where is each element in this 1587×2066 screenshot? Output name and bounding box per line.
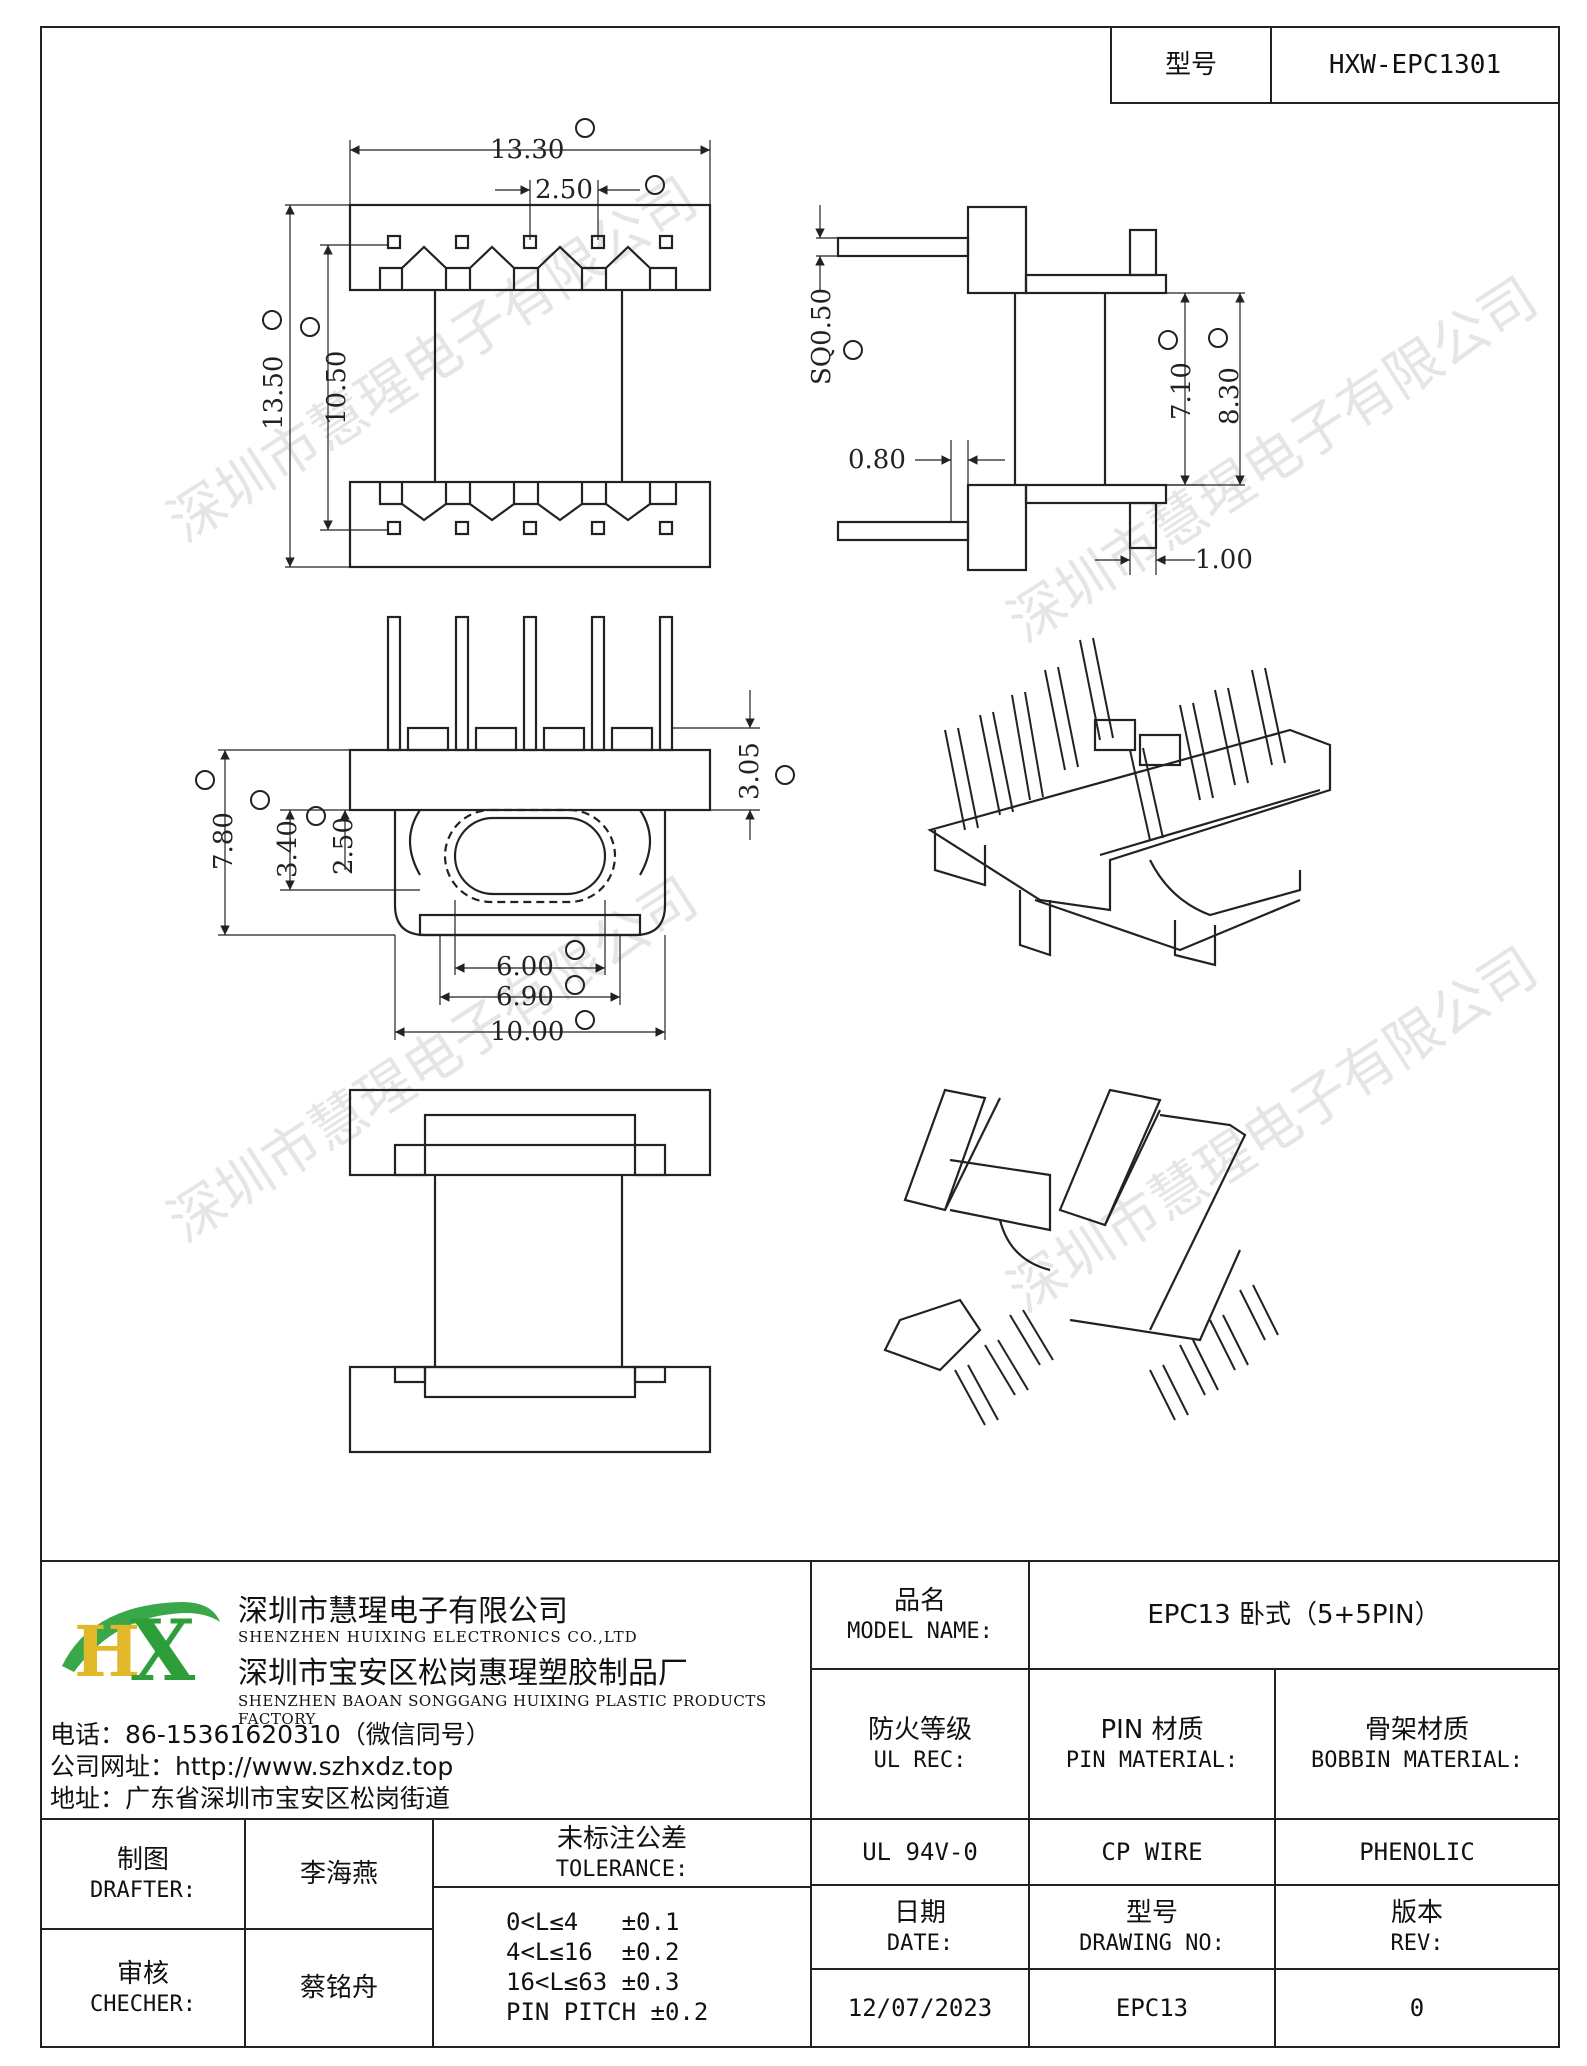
rev-value-cell: 0 [1274, 1968, 1560, 2048]
drawing-no-value: EPC13 [1115, 1994, 1189, 2022]
checker-name: 蔡铭舟 [299, 1972, 378, 2003]
tolerance-values-cell: 0<L≤4 ±0.1 4<L≤16 ±0.2 16<L≤63 ±0.3 PIN … [432, 1886, 812, 2048]
title-block [40, 1560, 1560, 2048]
dim-flange-thickness: 1.00 [1195, 545, 1253, 575]
model-label: 型号 [1164, 49, 1217, 80]
company-name-cn: 深圳市慧瑆电子有限公司 [238, 1594, 568, 1629]
dim-core-w2: 6.90 [496, 982, 554, 1012]
rev-label-cell: 版本 REV: [1274, 1884, 1560, 1970]
dim-inner-height: 10.50 [322, 351, 352, 425]
company-logo: H X [62, 1601, 220, 1700]
drafter-name-cell: 李海燕 [244, 1818, 434, 1930]
rev-en: REV: [1390, 1930, 1444, 1956]
drawing-no-en: DRAWING NO: [1079, 1930, 1225, 1956]
tolerance-line: PIN PITCH ±0.2 [506, 1998, 709, 2026]
ul-rec-label-cell: 防火等级 UL REC: [810, 1668, 1030, 1820]
svg-text:X: X [130, 1601, 196, 1700]
tolerance-line: 4<L≤16 ±0.2 [506, 1938, 680, 1966]
checker-label-cell: 审核 CHECHER: [40, 1928, 246, 2048]
company-address: 地址：广东省深圳市宝安区松岗街道 [50, 1784, 451, 1813]
ul-rec-en: UL REC: [873, 1747, 967, 1773]
drawing-no-value-cell: EPC13 [1028, 1968, 1276, 2048]
tolerance-line: 0<L≤4 ±0.1 [506, 1908, 680, 1936]
date-en: DATE: [886, 1930, 954, 1956]
factory-name-en: SHENZHEN BAOAN SONGGANG HUIXING PLASTIC … [238, 1692, 767, 1728]
model-value-cell: HXW-EPC1301 [1270, 26, 1560, 104]
dim-body-w: 10.00 [490, 1017, 564, 1047]
pin-material-label-cell: PIN 材质 PIN MATERIAL: [1028, 1668, 1276, 1820]
pin-value: CP WIRE [1101, 1838, 1203, 1866]
drawing-no-label-cell: 型号 DRAWING NO: [1028, 1884, 1276, 1970]
rev-cn: 版本 [1390, 1898, 1443, 1928]
dim-front-height: 7.80 [209, 812, 239, 870]
front-view [218, 615, 760, 1040]
model-name-en: MODEL NAME: [847, 1618, 993, 1644]
tolerance-line: 16<L≤63 ±0.3 [506, 1968, 680, 1996]
side-view [815, 205, 1245, 575]
dim-pin-pitch: 2.50 [535, 175, 593, 205]
isometric-view-bottom [883, 1088, 1279, 1426]
drafter-name: 李海燕 [299, 1858, 378, 1889]
company-block: H X 深圳市慧瑆电子有限公司 SHENZHEN HUIXING ELECTRO… [40, 1560, 812, 1820]
dim-top-width: 13.30 [490, 135, 564, 165]
tolerance-en: TOLERANCE: [555, 1856, 689, 1882]
date-cn: 日期 [893, 1898, 946, 1928]
model-name-label-cell: 品名 MODEL NAME: [810, 1560, 1030, 1670]
technical-drawing: 13.30 2.50 13.50 10.50 SQ0.50 8.30 7.10 … [195, 118, 1332, 1454]
factory-name-cn: 深圳市宝安区松岗惠瑆塑胶制品厂 [238, 1656, 688, 1691]
model-name-cn: 品名 [893, 1586, 946, 1616]
model-value: HXW-EPC1301 [1328, 49, 1502, 80]
dim-pin-square: SQ0.50 [807, 288, 837, 385]
bobbin-material-cn: 骨架材质 [1364, 1715, 1469, 1745]
rev-value: 0 [1409, 1994, 1425, 2022]
ul-value: UL 94V-0 [862, 1838, 978, 1866]
top-view [285, 140, 712, 569]
checker-cn: 审核 [116, 1959, 169, 1989]
pin-material-cn: PIN 材质 [1100, 1715, 1204, 1745]
dim-front-d2: 2.50 [329, 817, 359, 875]
date-label-cell: 日期 DATE: [810, 1884, 1030, 1970]
tolerance-cn: 未标注公差 [556, 1824, 687, 1854]
reference-circles [195, 118, 1228, 1030]
bottom-view [348, 1088, 712, 1454]
model-name-value-cell: EPC13 卧式（5+5PIN） [1028, 1560, 1560, 1670]
dim-core-w1: 6.00 [496, 952, 554, 982]
ul-value-cell: UL 94V-0 [810, 1818, 1030, 1886]
checker-en: CHECHER: [90, 1991, 196, 2017]
bobbin-material-label-cell: 骨架材质 BOBBIN MATERIAL: [1274, 1668, 1560, 1820]
drafter-cn: 制图 [116, 1845, 169, 1875]
dim-front-top: 3.05 [735, 742, 765, 800]
bobbin-material-en: BOBBIN MATERIAL: [1311, 1747, 1523, 1773]
ul-rec-cn: 防火等级 [867, 1715, 972, 1745]
bobbin-value: PHENOLIC [1359, 1838, 1475, 1866]
company-phone: 电话：86-15361620310（微信同号） [50, 1720, 491, 1749]
dim-pin-offset: 0.80 [848, 445, 906, 475]
dim-side-outer: 8.30 [1215, 367, 1245, 425]
model-name-value: EPC13 卧式（5+5PIN） [1147, 1599, 1441, 1630]
bobbin-value-cell: PHENOLIC [1274, 1818, 1560, 1886]
drafter-en: DRAFTER: [90, 1877, 196, 1903]
svg-text:H: H [74, 1610, 140, 1693]
drafter-label-cell: 制图 DRAFTER: [40, 1818, 246, 1930]
checker-name-cell: 蔡铭舟 [244, 1928, 434, 2048]
drawing-no-cn: 型号 [1125, 1898, 1178, 1928]
dim-total-height: 13.50 [259, 356, 289, 430]
company-website: 公司网址：http://www.szhxdz.top [50, 1752, 454, 1781]
dim-side-inner: 7.10 [1167, 362, 1197, 420]
pin-material-en: PIN MATERIAL: [1065, 1747, 1239, 1773]
pin-value-cell: CP WIRE [1028, 1818, 1276, 1886]
date-value-cell: 12/07/2023 [810, 1968, 1030, 2048]
dim-front-d1: 3.40 [273, 820, 303, 878]
date-value: 12/07/2023 [847, 1994, 993, 2022]
company-name-en: SHENZHEN HUIXING ELECTRONICS CO.,LTD [238, 1628, 638, 1646]
isometric-view-top [927, 637, 1332, 967]
tolerance-label-cell: 未标注公差 TOLERANCE: [432, 1818, 812, 1888]
